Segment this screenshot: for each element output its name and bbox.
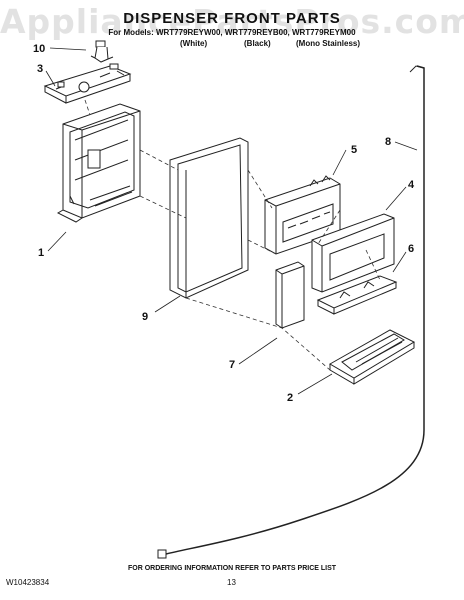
watermark: AppliancePartsPros.com xyxy=(0,2,464,41)
leader-lines xyxy=(45,47,418,395)
page-title: DISPENSER FRONT PARTS xyxy=(123,10,341,27)
callout-3: 3 xyxy=(37,63,43,75)
callout-7: 7 xyxy=(229,359,235,371)
page-number: 13 xyxy=(227,578,236,587)
variant-white: (White) xyxy=(180,39,208,48)
part-9-gasket-frame xyxy=(169,137,249,299)
callout-labels: 10 3 1 9 7 5 4 8 6 2 xyxy=(33,43,415,404)
ordering-info-footer: FOR ORDERING INFORMATION REFER TO PARTS … xyxy=(127,565,337,572)
callout-1: 1 xyxy=(38,247,44,259)
part-7-lens xyxy=(275,261,305,329)
part-3-bracket xyxy=(43,63,132,104)
variant-mono-stainless: (Mono Stainless) xyxy=(296,39,361,48)
model-list: For Models: WRT779REYW00, WRT779REYB00, … xyxy=(108,28,356,37)
part-8-heater-tube xyxy=(157,65,425,559)
part-5-control-module xyxy=(264,175,341,255)
callout-4: 4 xyxy=(408,179,415,191)
callout-10: 10 xyxy=(33,43,45,55)
part-4-trim-cover xyxy=(311,213,395,293)
document-number: W10423834 xyxy=(6,578,50,587)
part-10-fitting xyxy=(90,40,114,63)
callout-6: 6 xyxy=(408,243,414,255)
part-6-lower-bracket xyxy=(316,275,398,315)
callout-9: 9 xyxy=(142,311,148,323)
callout-2: 2 xyxy=(287,392,293,404)
callout-5: 5 xyxy=(351,144,357,156)
assembly-lines xyxy=(84,99,381,371)
part-2-drip-tray xyxy=(328,329,416,385)
variant-black: (Black) xyxy=(244,39,271,48)
callout-8: 8 xyxy=(385,136,391,148)
part-1-housing xyxy=(56,103,141,223)
